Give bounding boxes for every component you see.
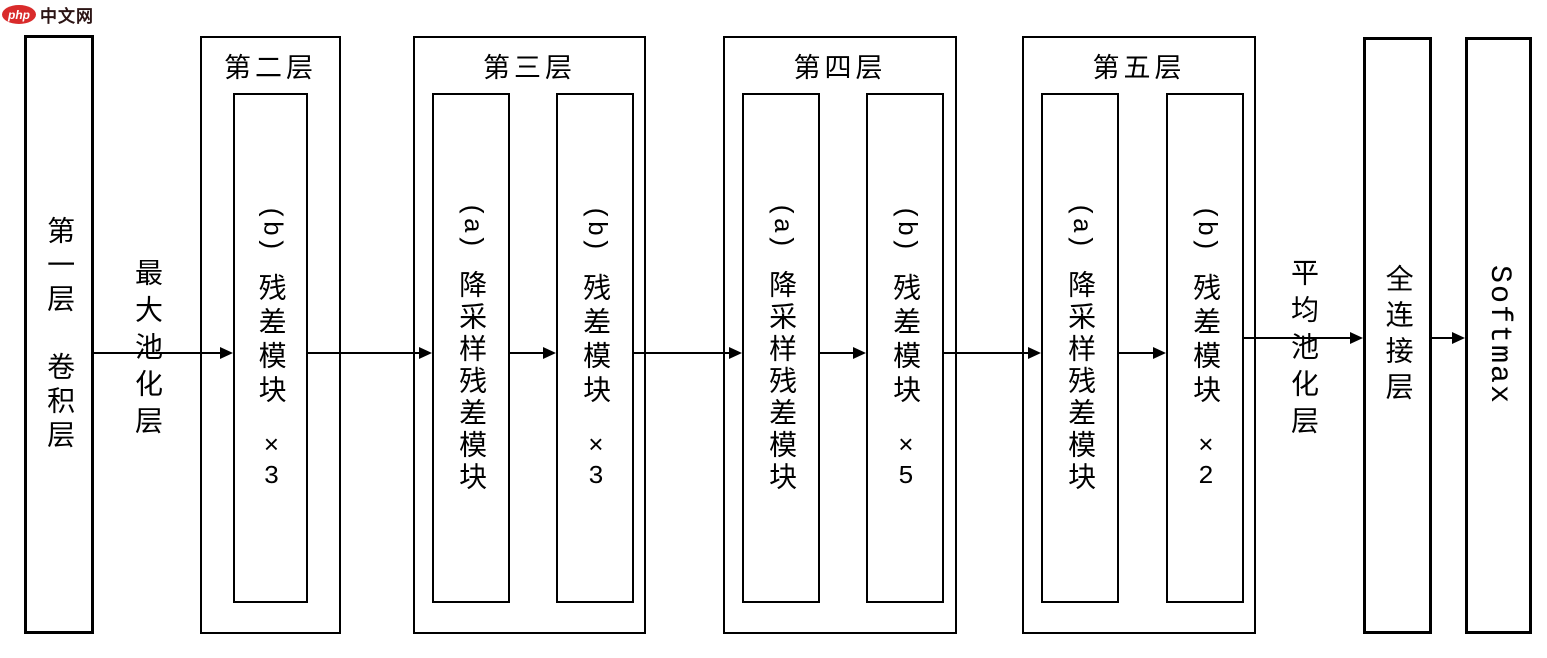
- label-max-pooling: 最大池化层: [131, 257, 164, 443]
- block-fully-connected-label: 全连接层: [1381, 263, 1415, 408]
- arrow-fc-to-softmax: [1432, 332, 1465, 344]
- arrow-shaft: [1244, 337, 1353, 339]
- arrowhead-icon: [729, 347, 742, 359]
- group-layer2-title: 第二层: [224, 53, 317, 84]
- group-layer5: 第五层: [1022, 36, 1256, 634]
- arrowhead-icon: [1452, 332, 1465, 344]
- arrow-layer2-to-layer3: [308, 347, 432, 359]
- module-layer5-a-label: (a) 降采样残差模块: [1064, 201, 1098, 495]
- arrow-layer4a-to-layer4b: [820, 347, 866, 359]
- arrow-conv-to-layer2: [94, 347, 233, 359]
- arrow-shaft: [308, 352, 422, 354]
- group-layer5-title: 第五层: [1092, 53, 1186, 84]
- module-layer4-a: (a) 降采样残差模块: [742, 93, 820, 603]
- arrow-layer4-to-layer5: [944, 347, 1041, 359]
- block-layer1-label: 第一层 卷积层: [43, 215, 77, 454]
- group-layer2: 第二层: [200, 36, 341, 634]
- module-layer4-b: (b) 残差模块 × 5: [866, 93, 944, 603]
- php-logo-icon: php: [2, 5, 36, 24]
- arrow-shaft: [94, 352, 223, 354]
- label-avg-pooling: 平均池化层: [1287, 257, 1320, 443]
- group-layer3: 第三层: [413, 36, 646, 634]
- module-layer3-b-label: (b) 残差模块 × 3: [579, 204, 613, 492]
- module-layer5-a: (a) 降采样残差模块: [1041, 93, 1119, 603]
- arrow-shaft: [944, 352, 1031, 354]
- group-layer3-title: 第三层: [483, 53, 576, 84]
- module-layer3-b: (b) 残差模块 × 3: [556, 93, 634, 603]
- module-layer3-a: (a) 降采样残差模块: [432, 93, 510, 603]
- module-layer5-b: (b) 残差模块 × 2: [1166, 93, 1244, 603]
- module-layer5-b-label: (b) 残差模块 × 2: [1189, 204, 1223, 492]
- arrow-shaft: [820, 352, 856, 354]
- arrow-layer3a-to-layer3b: [510, 347, 556, 359]
- arrowhead-icon: [1153, 347, 1166, 359]
- block-softmax-label: Softmax: [1481, 265, 1516, 406]
- arrow-shaft: [1119, 352, 1156, 354]
- arrowhead-icon: [1028, 347, 1041, 359]
- site-name: 中文网: [40, 7, 94, 27]
- arrow-shaft: [1432, 337, 1455, 339]
- arrow-layer5a-to-layer5b: [1119, 347, 1166, 359]
- module-layer2-b-label: (b) 残差模块 × 3: [254, 204, 288, 492]
- arrowhead-icon: [1350, 332, 1363, 344]
- group-layer4-title: 第四层: [793, 53, 887, 84]
- arrowhead-icon: [543, 347, 556, 359]
- group-layer4: 第四层: [723, 36, 957, 634]
- site-logo: php 中文网: [2, 2, 94, 27]
- arrow-layer5-to-fc: [1244, 332, 1363, 344]
- module-layer2-b: (b) 残差模块 × 3: [233, 93, 308, 603]
- arrow-layer3-to-layer4: [634, 347, 742, 359]
- arrowhead-icon: [419, 347, 432, 359]
- module-layer3-a-label: (a) 降采样残差模块: [455, 201, 489, 495]
- block-softmax: Softmax: [1465, 37, 1532, 634]
- arrowhead-icon: [220, 347, 233, 359]
- block-layer1-conv: 第一层 卷积层: [24, 35, 94, 634]
- arrow-shaft: [634, 352, 732, 354]
- block-fully-connected: 全连接层: [1363, 37, 1432, 634]
- module-layer4-b-label: (b) 残差模块 × 5: [889, 204, 923, 492]
- module-layer4-a-label: (a) 降采样残差模块: [765, 201, 799, 495]
- arrow-shaft: [510, 352, 546, 354]
- arrowhead-icon: [853, 347, 866, 359]
